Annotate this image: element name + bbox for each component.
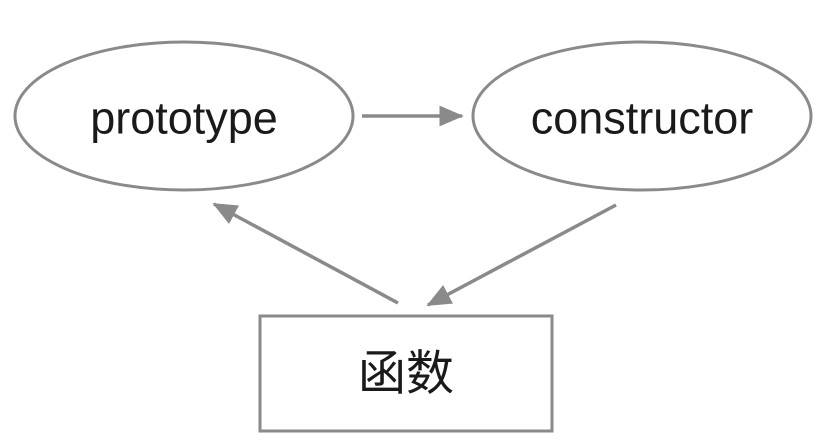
- constructor-label: constructor: [531, 93, 754, 144]
- function-label: 函数: [358, 348, 454, 401]
- edge-function-to-prototype: [212, 202, 399, 305]
- prototype-node: prototype: [13, 40, 355, 192]
- edge-constructor-to-function: [426, 203, 617, 307]
- function-node: 函数: [258, 314, 554, 433]
- constructor-ellipse: [471, 40, 813, 192]
- prototype-ellipse: [13, 40, 355, 192]
- prototype-label: prototype: [90, 93, 278, 144]
- function-rectangle: [258, 314, 554, 433]
- constructor-node: constructor: [471, 40, 813, 192]
